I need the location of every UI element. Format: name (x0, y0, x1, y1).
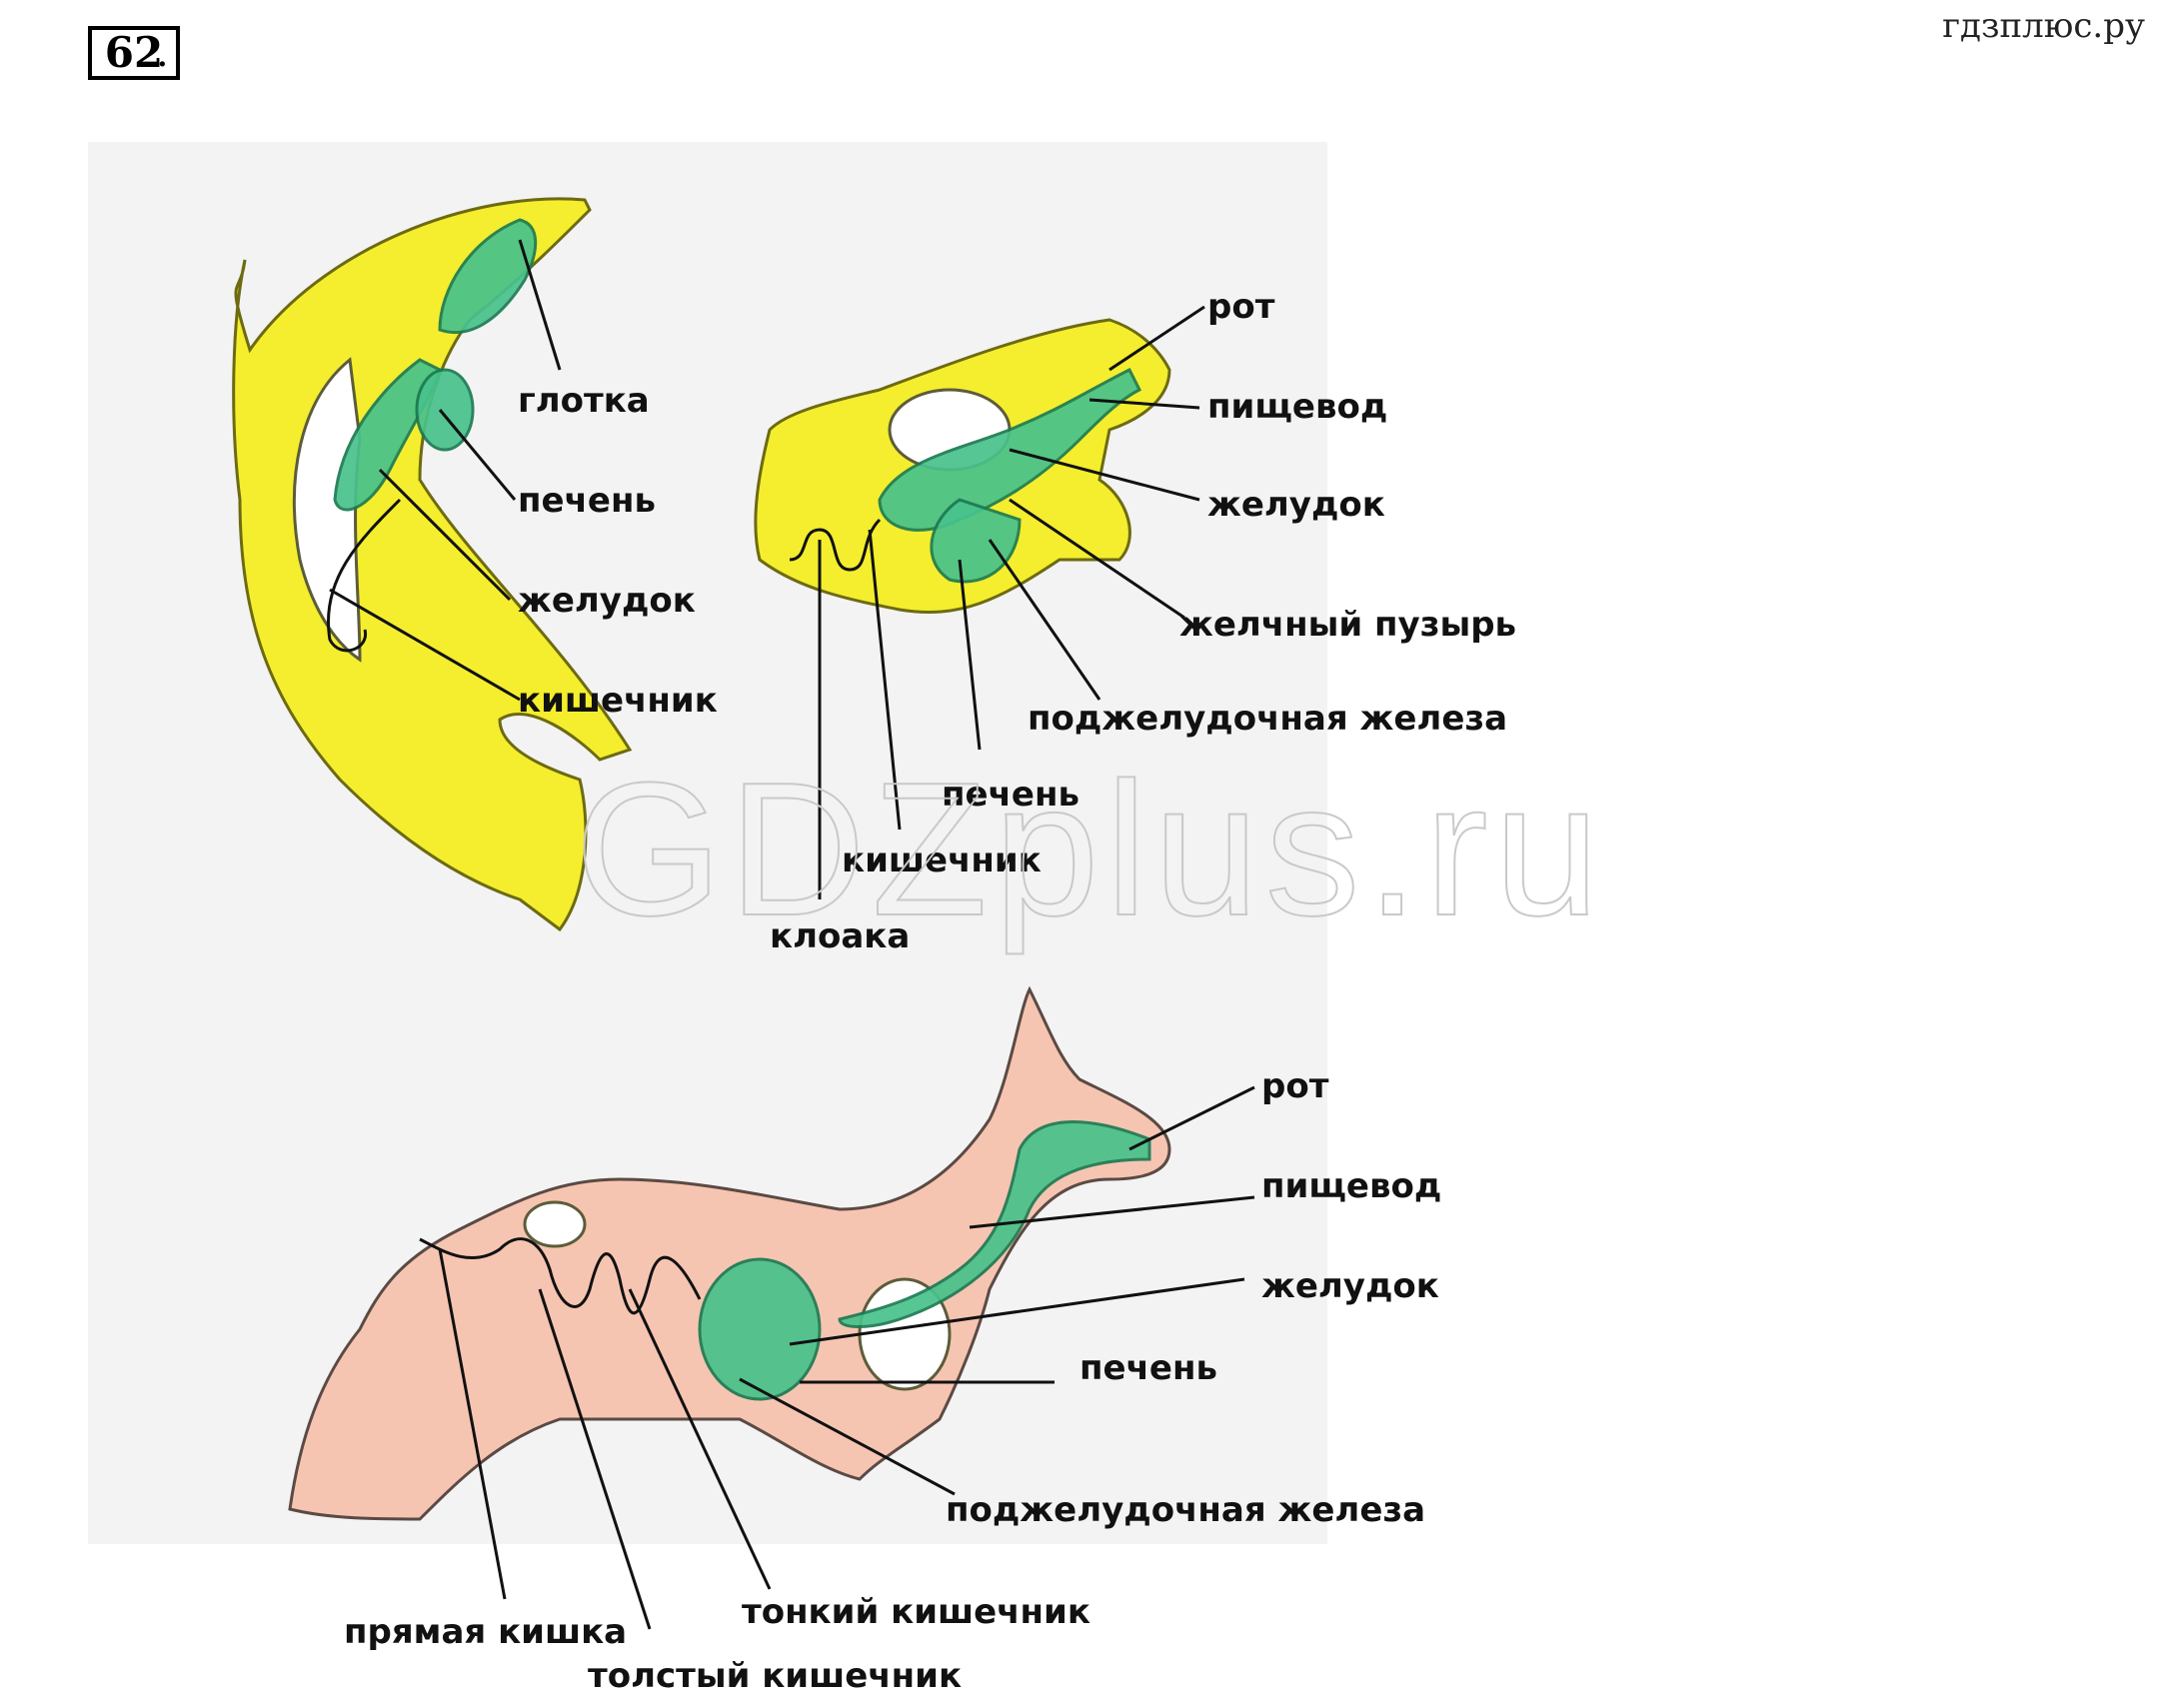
mammal-label-esophagus: пищевод (1261, 1166, 1441, 1206)
mammal-stomach (700, 1259, 820, 1399)
frog-label-gallbladder: желчный пузырь (1179, 605, 1516, 645)
frog-label-esophagus: пищевод (1207, 387, 1387, 427)
mammal-label-large-intestine: толстый кишечник (588, 1656, 962, 1696)
frog-label-mouth: рот (1207, 287, 1275, 327)
mammal-label-mouth: рот (1261, 1066, 1329, 1106)
mammal-bladder-space (525, 1202, 585, 1246)
fish-label-stomach: желудок (518, 581, 696, 621)
mammal-label-pancreas: поджелудочная железа (946, 1490, 1425, 1530)
gdzplus-watermark: GDZplus.ru (575, 744, 1605, 955)
frog-label-pancreas: поджелудочная железа (1028, 699, 1507, 739)
fish-label-liver: печень (518, 481, 656, 521)
frog-label-stomach: желудок (1207, 485, 1385, 525)
fish-label-pharynx: глотка (518, 381, 650, 421)
mammal-label-small-intestine: тонкий кишечник (742, 1592, 1090, 1632)
mammal-label-rectum: прямая кишка (344, 1612, 627, 1652)
mammal-label-liver: печень (1080, 1348, 1217, 1388)
fish-label-intestine: кишечник (518, 681, 718, 721)
mammal-label-stomach: желудок (1261, 1266, 1439, 1306)
